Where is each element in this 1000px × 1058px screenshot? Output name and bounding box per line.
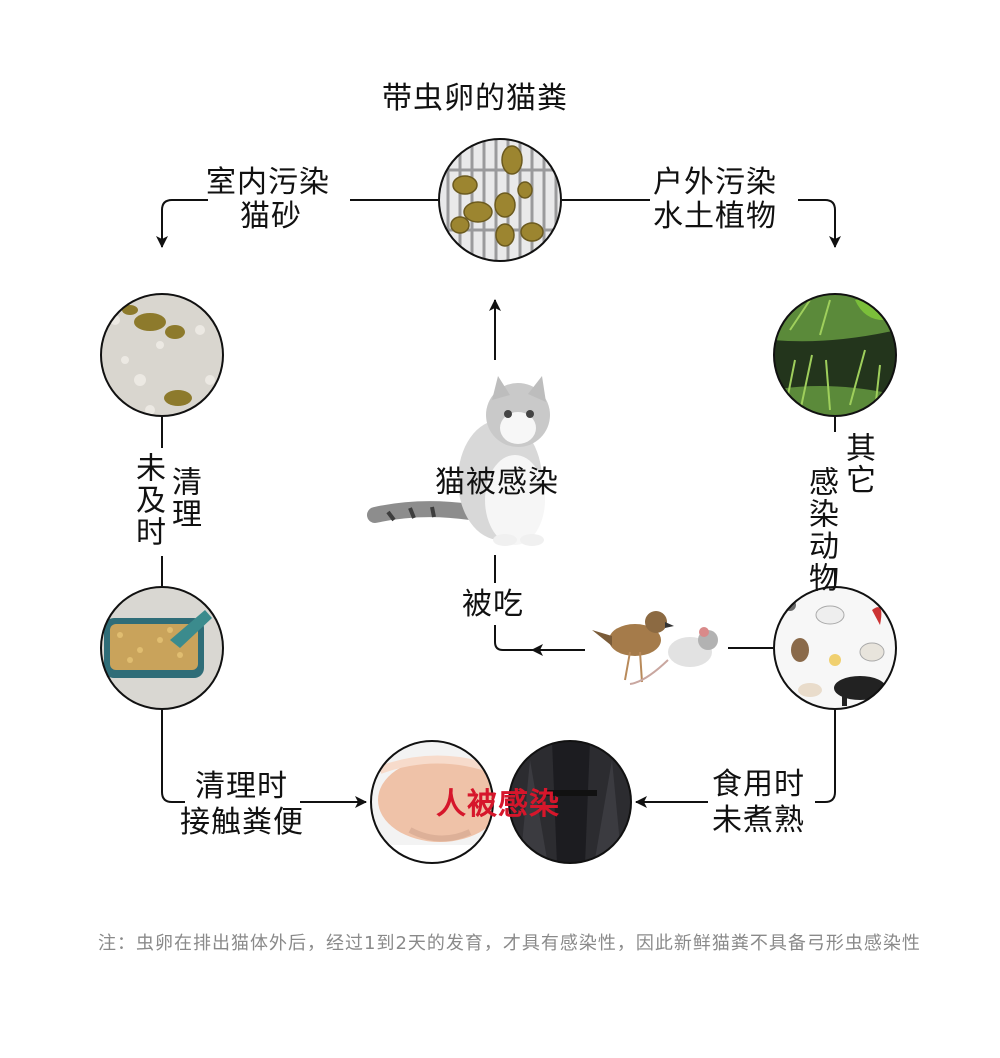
diagram-title: 带虫卵的猫粪 [382,81,568,116]
cat-image [367,376,550,546]
top-right-arrow-line [798,199,841,248]
label-other-animals-b: 感染动物 [803,466,838,594]
indoor-litter-image [101,294,223,416]
label-not-cleaned-a: 未及时 [130,452,165,548]
label-touch-feces: 接触粪便 [180,805,304,840]
man-image [509,741,631,863]
label-undercooked: 未煮熟 [712,803,805,838]
food-arrow-line [815,710,836,803]
top-left-arrow-line [156,199,208,248]
connector-lines [156,199,841,808]
label-when-cleaning: 清理时 [195,769,288,804]
clean-arrow-line [161,710,185,803]
litter-box-image [101,587,223,709]
label-outdoor-pollution: 户外污染 [653,165,777,200]
pregnant-woman-image [371,741,493,863]
label-human-infected: 人被感染 [436,787,560,822]
label-indoor-pollution: 室内污染 [206,165,330,200]
label-cat-litter: 猫砂 [240,199,302,234]
label-not-cleaned-b: 清理 [166,466,201,530]
label-water-soil-plants: 水土植物 [653,199,777,234]
outdoor-plants-image [774,294,896,416]
label-other-animals-a: 其它 [840,432,875,496]
footnote: 注：虫卵在排出猫体外后，经过1到2天的发育，才具有感染性，因此新鲜猫粪不具备弓形… [98,933,921,954]
label-cat-infected: 猫被感染 [435,465,559,500]
label-eaten: 被吃 [462,587,524,622]
label-when-eating: 食用时 [712,767,805,802]
bird-mouse-image [592,611,718,685]
eaten-down-line [494,625,534,651]
